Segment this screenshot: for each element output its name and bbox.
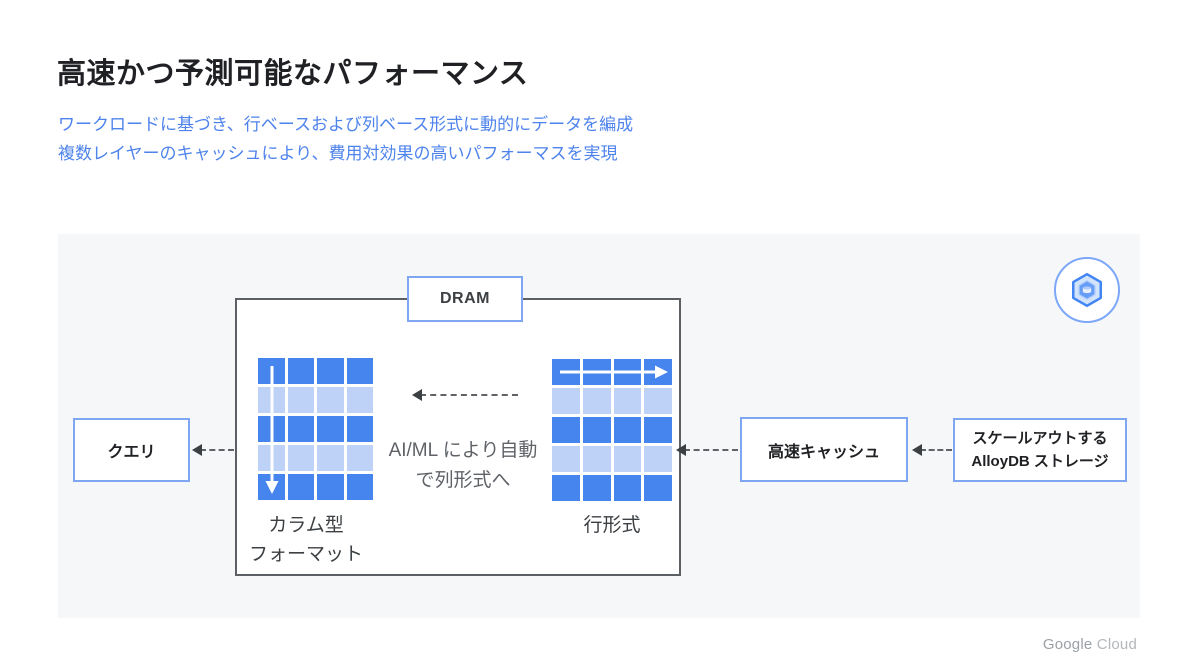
- alloydb-storage-node-box: スケールアウトする AlloyDB ストレージ: [953, 418, 1127, 482]
- subtitle: ワークロードに基づき、行ベースおよび列ベース形式に動的にデータを編成 複数レイヤ…: [58, 110, 633, 168]
- dashed-arrow-row-to-columnar: [412, 389, 518, 401]
- grid-cell: [317, 387, 344, 413]
- columnar-format-label-line-1: カラム型: [268, 515, 344, 536]
- query-node-label: クエリ: [107, 444, 156, 461]
- grid-cell: [346, 358, 373, 384]
- page-title: 高速かつ予測可能なパフォーマンス: [57, 58, 529, 90]
- grid-cell: [287, 445, 314, 471]
- grid-cell: [644, 417, 672, 443]
- subtitle-line-1: ワークロードに基づき、行ベースおよび列ベース形式に動的にデータを編成: [58, 115, 634, 134]
- grid-cell: [613, 417, 642, 443]
- grid-cell: [552, 475, 580, 501]
- grid-cell: [317, 358, 344, 384]
- grid-cell: [613, 475, 642, 501]
- conversion-note-line-1: AI/ML により自動: [388, 440, 538, 461]
- down-arrow-icon: [265, 366, 279, 494]
- row-format-grid: [552, 359, 672, 501]
- left-arrowhead-icon: [192, 444, 202, 456]
- conversion-note: AI/ML により自動 で列形式へ: [368, 436, 558, 496]
- conversion-note-line-2: で列形式へ: [415, 470, 511, 491]
- dashed-arrow-storage-to-cache: [912, 444, 952, 456]
- columnar-format-grid: [258, 358, 373, 500]
- query-node-box: クエリ: [73, 418, 190, 482]
- dashed-arrow-cache-to-dram: [676, 444, 738, 456]
- grid-cell: [317, 445, 344, 471]
- grid-cell: [287, 358, 314, 384]
- grid-cell: [552, 417, 580, 443]
- grid-cell: [644, 446, 672, 472]
- dram-label: DRAM: [440, 290, 490, 307]
- left-arrowhead-icon: [912, 444, 922, 456]
- grid-cell: [644, 475, 672, 501]
- row-format-label-text: 行形式: [583, 515, 641, 536]
- grid-cell: [613, 388, 642, 414]
- grid-cell: [346, 474, 373, 500]
- alloydb-storage-label-line-2: AlloyDB ストレージ: [971, 453, 1109, 470]
- dashed-line: [684, 449, 738, 451]
- alloydb-storage-label-line-1: スケールアウトする: [972, 430, 1108, 447]
- brand-google: Google: [1042, 636, 1093, 653]
- grid-cell: [552, 446, 580, 472]
- columnar-format-label-line-2: フォーマット: [248, 544, 363, 565]
- dashed-line: [920, 449, 952, 451]
- fast-cache-node-label: 高速キャッシュ: [767, 443, 880, 461]
- left-arrowhead-icon: [676, 444, 686, 456]
- grid-cell: [582, 417, 611, 443]
- grid-cell: [317, 416, 344, 442]
- grid-cell: [613, 446, 642, 472]
- grid-cell: [346, 387, 373, 413]
- grid-cell: [582, 475, 611, 501]
- left-arrowhead-icon: [412, 389, 422, 401]
- grid-cell: [287, 474, 314, 500]
- fast-cache-node-box: 高速キャッシュ: [740, 417, 908, 482]
- grid-cell: [644, 388, 672, 414]
- grid-cell: [552, 388, 580, 414]
- dashed-line: [420, 394, 518, 396]
- grid-cell: [287, 387, 314, 413]
- grid-cell: [346, 416, 373, 442]
- dashed-arrow-to-query: [192, 444, 234, 456]
- alloydb-hexagon-icon: [1072, 272, 1102, 308]
- grid-cell: [582, 388, 611, 414]
- grid-cell: [582, 446, 611, 472]
- brand-cloud: Cloud: [1096, 636, 1137, 653]
- alloydb-badge: [1054, 257, 1120, 323]
- right-arrow-icon: [560, 365, 668, 379]
- grid-cell: [346, 445, 373, 471]
- grid-cell: [317, 474, 344, 500]
- grid-cell: [287, 416, 314, 442]
- row-format-label: 行形式: [552, 511, 672, 540]
- columnar-format-label: カラム型 フォーマット: [236, 511, 376, 569]
- dashed-line: [200, 449, 234, 451]
- google-cloud-logo: Google Cloud: [1043, 636, 1137, 653]
- dram-label-box: DRAM: [407, 276, 523, 322]
- subtitle-line-2: 複数レイヤーのキャッシュにより、費用対効果の高いパフォーマスを実現: [58, 144, 618, 163]
